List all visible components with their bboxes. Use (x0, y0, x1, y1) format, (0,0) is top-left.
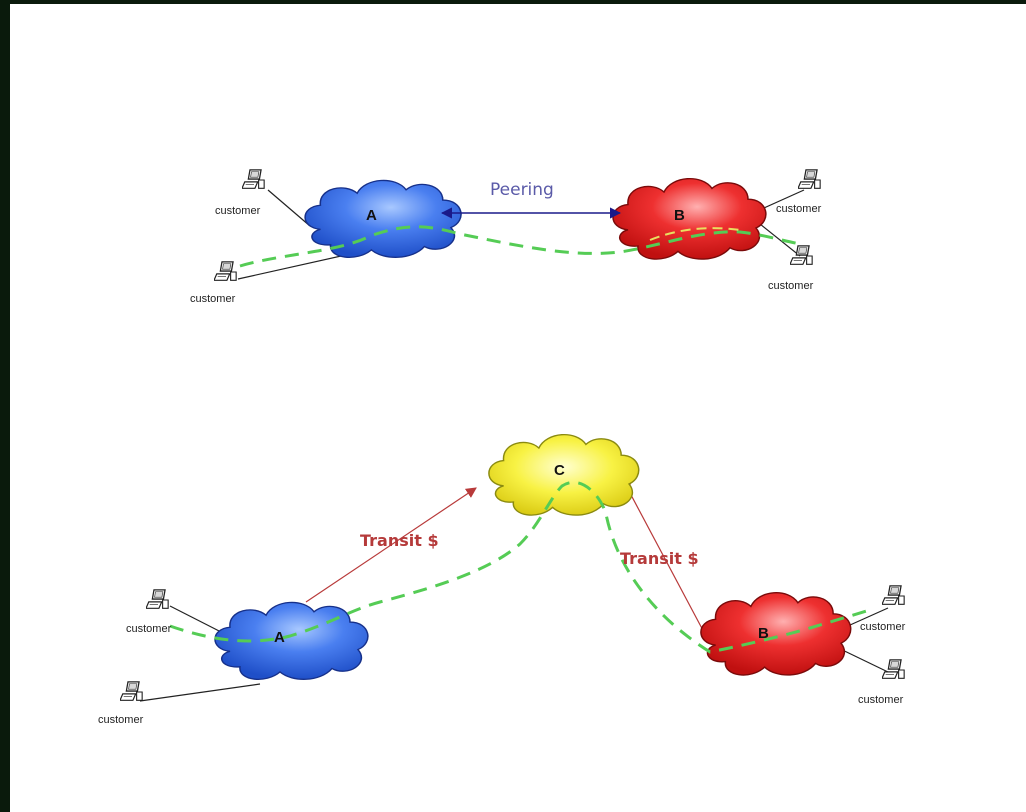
computer-icon (790, 245, 813, 265)
cloud-a-peering (304, 179, 462, 259)
transit-label-right: Transit $ (620, 549, 699, 568)
transit-link-a-c (305, 487, 477, 603)
computer-icon (242, 169, 265, 189)
cloud-b-label: B (758, 625, 769, 642)
cloud-a-label: A (366, 207, 377, 224)
customer-label: customer (98, 714, 144, 726)
transit-link-b-c (621, 477, 707, 637)
customer-label: customer (215, 205, 261, 217)
cloud-b-peering (612, 177, 767, 260)
customer-link (759, 223, 801, 257)
peering-label: Peering (490, 180, 554, 200)
customer-label: customer (768, 280, 814, 292)
computer-icon (214, 261, 237, 281)
computer-icon (146, 589, 169, 609)
customer-link (139, 683, 261, 702)
traffic-path (649, 227, 741, 241)
cloud-a-label: A (274, 629, 285, 646)
cloud-b-transit (700, 592, 852, 676)
customer-label: customer (860, 621, 906, 633)
diagram-frame: Peering A B customer customer customer c… (10, 4, 1026, 812)
transit-label-left: Transit $ (360, 531, 439, 550)
computer-icon (882, 585, 905, 605)
customer-label: customer (190, 293, 236, 305)
computer-icon (882, 659, 905, 679)
cloud-b-label: B (674, 207, 685, 224)
computer-icon (798, 169, 821, 189)
customer-label: customer (126, 623, 172, 635)
traffic-path (169, 480, 871, 654)
transit-scenario: Transit $ Transit $ C A B customer custo… (98, 433, 906, 726)
customer-link (267, 189, 311, 227)
customer-link (237, 253, 351, 280)
cloud-c-label: C (554, 462, 565, 479)
customer-label: customer (776, 203, 822, 215)
traffic-path (239, 225, 801, 268)
customer-link (169, 605, 226, 635)
peering-scenario: Peering A B customer customer customer c… (190, 169, 822, 305)
network-diagram: Peering A B customer customer customer c… (98, 169, 906, 726)
computer-icon (120, 681, 143, 701)
customer-label: customer (858, 694, 904, 706)
